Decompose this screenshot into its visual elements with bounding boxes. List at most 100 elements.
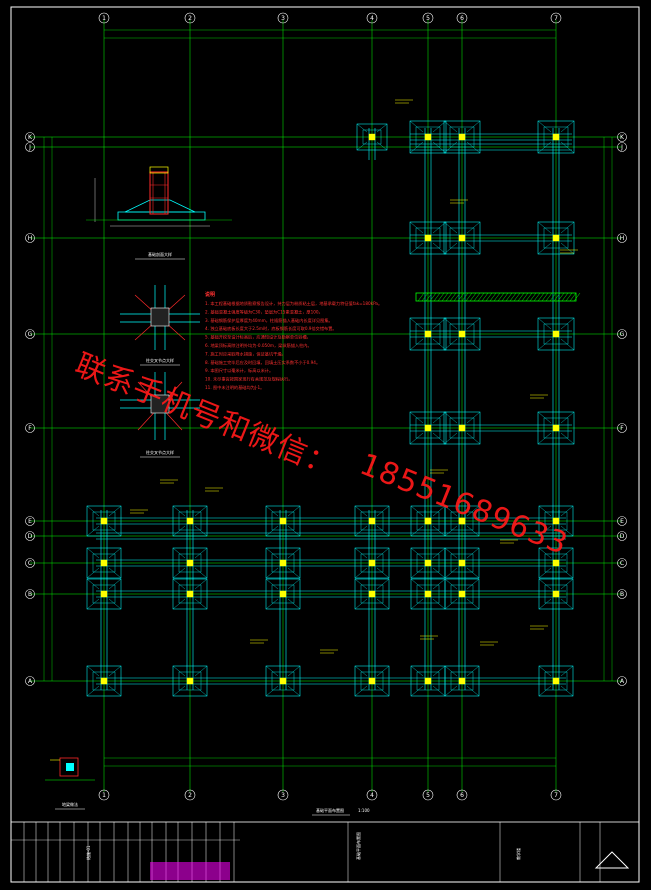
- footing-slope: [409, 411, 424, 424]
- hatch-line: [461, 292, 469, 302]
- footing-slope: [560, 665, 574, 677]
- axis-bubble-D: [25, 531, 35, 541]
- column-box: [552, 234, 560, 242]
- axis-label-1: 1: [102, 15, 106, 22]
- footing-slope: [443, 120, 458, 133]
- footing-outline: [443, 317, 481, 351]
- axis-bubble-B: [617, 589, 627, 599]
- footing-step: [92, 671, 116, 691]
- footing-slope: [86, 567, 100, 579]
- footing-slope: [354, 578, 368, 590]
- column-box: [186, 590, 194, 598]
- footing-outline: [86, 665, 122, 697]
- hatch-line: [573, 292, 581, 302]
- hatch-line: [473, 292, 481, 302]
- footing-slope: [376, 567, 390, 579]
- footing-step: [543, 227, 569, 249]
- hatch-line: [453, 292, 461, 302]
- hatch-pattern: [417, 292, 581, 302]
- footing-slope: [560, 598, 574, 610]
- hatch-line: [485, 292, 493, 302]
- axis-label-C: C: [28, 560, 32, 567]
- footing-slope: [354, 598, 368, 610]
- footing-slope: [86, 598, 100, 610]
- footing-slope: [466, 411, 481, 424]
- footing-slope: [194, 578, 208, 590]
- hatch-line: [505, 292, 513, 302]
- footing-slope: [410, 547, 424, 559]
- footing-slope: [287, 665, 301, 677]
- column-box: [100, 559, 108, 567]
- footing-slope: [287, 525, 301, 537]
- hatch-line: [493, 292, 501, 302]
- footing-slope: [560, 411, 575, 424]
- footing-slope: [108, 578, 122, 590]
- footing-slope: [287, 547, 301, 559]
- footing-outline: [265, 505, 301, 537]
- footing-slope: [265, 685, 279, 697]
- axis-bubble-5: [422, 789, 434, 801]
- footing-slope: [432, 567, 446, 579]
- footing-slope: [194, 547, 208, 559]
- footing-slope: [444, 525, 458, 537]
- footing-slope: [560, 567, 574, 579]
- footing-step: [450, 511, 474, 531]
- footing-outline: [172, 505, 208, 537]
- footing-outline: [443, 120, 481, 154]
- footing-step: [449, 227, 475, 249]
- footing-step: [544, 584, 568, 604]
- footing-slope: [444, 578, 458, 590]
- footing-slope: [376, 547, 390, 559]
- axis-label-B: B: [28, 591, 32, 598]
- footing-step: [178, 553, 202, 573]
- footing-slope: [432, 665, 446, 677]
- footing-slope: [409, 221, 424, 234]
- footing-step: [415, 126, 441, 148]
- footing-outline: [86, 578, 122, 610]
- footing-outline: [538, 578, 574, 610]
- axis-label-J: J: [620, 144, 623, 151]
- footing-slope: [376, 505, 390, 517]
- axis-label-6: 6: [460, 15, 464, 22]
- footing-slope: [537, 242, 552, 255]
- note-line: 8. 基础施工完毕后应及时回填，回填土压实系数不小于0.94。: [205, 359, 320, 366]
- column-box: [552, 424, 560, 432]
- footing-slope: [108, 505, 122, 517]
- footing-slope: [376, 525, 390, 537]
- footing-slope: [432, 598, 446, 610]
- footing-slope: [409, 317, 424, 330]
- footing-slope: [560, 317, 575, 330]
- footing-slope: [432, 525, 446, 537]
- footing-slope: [560, 525, 574, 537]
- footing-slope: [86, 685, 100, 697]
- footing-slope: [410, 578, 424, 590]
- note-line: 9. 本图尺寸以毫米计，标高以米计。: [205, 367, 273, 374]
- footing-step: [271, 511, 295, 531]
- footing-slope: [410, 567, 424, 579]
- footing-slope: [376, 665, 390, 677]
- footing-outline: [538, 505, 574, 537]
- hatch-line: [541, 292, 549, 302]
- note-line: 2. 基础混凝土强度等级为C30，垫层为C15素混凝土，厚100。: [205, 308, 323, 315]
- hatch-line: [545, 292, 553, 302]
- footing-step: [360, 553, 384, 573]
- column-box: [424, 590, 432, 598]
- footing-slope: [538, 598, 552, 610]
- footing-slope: [410, 685, 424, 697]
- column-box: [424, 330, 432, 338]
- footing-slope: [287, 505, 301, 517]
- axis-label-2: 2: [188, 792, 192, 799]
- footing-slope: [86, 665, 100, 677]
- footing-slope: [265, 547, 279, 559]
- column-box: [279, 517, 287, 525]
- column-box: [368, 133, 376, 141]
- legend-detail: 地梁做法: [45, 757, 95, 810]
- footing-slope: [354, 505, 368, 517]
- footing-step: [543, 323, 569, 345]
- note-line: 5. 基础开挖至设计标高后，应通知设计及勘察单位验槽。: [205, 334, 311, 341]
- footing-slope: [538, 505, 552, 517]
- column-detail-a-title: 柱交叉节点大样: [146, 357, 174, 363]
- footing-slope: [466, 141, 481, 154]
- footing-slope: [410, 598, 424, 610]
